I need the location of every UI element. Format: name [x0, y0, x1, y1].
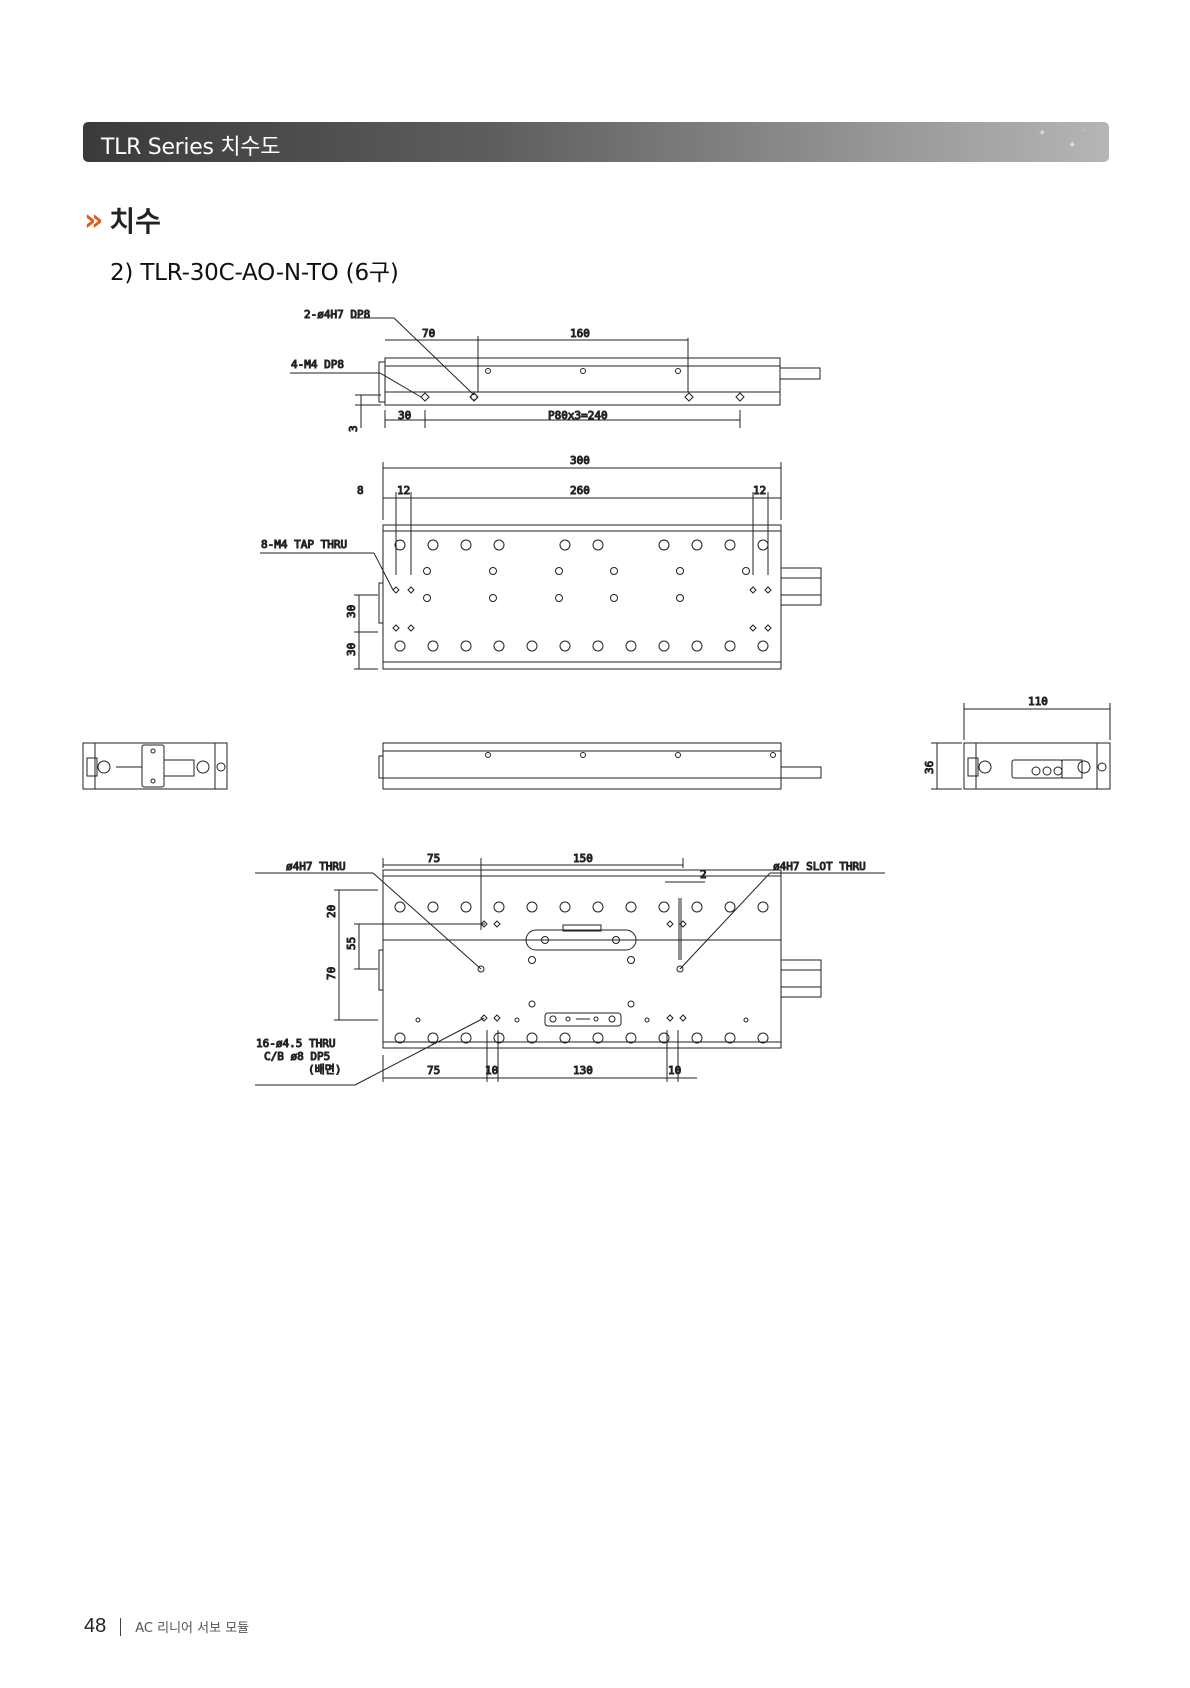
sparkle-icon: ✦ [1038, 128, 1047, 139]
dim-label: 16-ø4.5 THRU [256, 1037, 335, 1050]
dim-label: 110 [1028, 695, 1048, 708]
dim-label: 70 [325, 967, 338, 980]
dim-label: 30 [345, 643, 358, 656]
dim-label: 8-M4 TAP THRU [261, 538, 347, 551]
sparkle-icon: · [1083, 126, 1087, 137]
dim-label: 160 [570, 327, 590, 340]
dim-label: 30 [398, 409, 411, 422]
dim-label: 75 [427, 1064, 440, 1077]
section-title: 치수 [109, 205, 161, 238]
plan-view-bottom: ø4H7 THRU 75 150 2 ø4H7 SLOT THRU 20 55 … [255, 852, 885, 1086]
dim-label: 150 [573, 852, 593, 865]
end-view-left [82, 742, 228, 790]
dim-label: 4-M4 DP8 [291, 358, 344, 371]
sparkle-icon: ✦ [1068, 140, 1077, 151]
footer-divider [120, 1617, 122, 1636]
dim-label: 75 [427, 852, 440, 865]
dim-label: 300 [570, 454, 590, 467]
dim-label: 70 [422, 327, 435, 340]
end-view-right: 110 36 [923, 695, 1111, 790]
side-view-top: 2-ø4H7 DP8 70 160 4-M4 DP8 30 P80x3=240 … [290, 308, 821, 433]
dim-label: ø4H7 THRU [286, 860, 346, 873]
dim-label: 36 [923, 761, 936, 774]
dim-label: C/B ø8 DP5 [264, 1050, 330, 1063]
dim-label: P80x3=240 [548, 409, 608, 422]
dim-label: 12 [753, 484, 766, 497]
dim-label: 3 [347, 425, 360, 432]
dim-label: 10 [668, 1064, 681, 1077]
page-footer: 48 AC 리니어 서보 모듈 [84, 1615, 249, 1638]
side-view-middle [378, 742, 822, 790]
footer-text: AC 리니어 서보 모듈 [135, 1621, 250, 1636]
section-heading: » 치수 [84, 200, 161, 240]
dim-label: 20 [325, 905, 338, 918]
dim-label: ø4H7 SLOT THRU [773, 860, 866, 873]
header-banner: TLR Series 치수도 ✦ ✦ · [83, 122, 1109, 162]
dim-label: 12 [397, 484, 410, 497]
dim-label: 130 [573, 1064, 593, 1077]
banner-title: TLR Series 치수도 [101, 135, 281, 160]
dim-label: 2 [700, 868, 707, 881]
dim-label: 2-ø4H7 DP8 [304, 308, 370, 321]
dim-label: (배면) [308, 1063, 342, 1076]
model-subtitle: 2) TLR-30C-AO-N-TO (6구) [110, 260, 399, 286]
dim-label: 55 [345, 937, 358, 950]
dim-label: 30 [345, 605, 358, 618]
dim-label: 8 [357, 484, 364, 497]
plan-view-top: 300 8 12 260 12 8-M4 TAP THRU 30 30 [260, 454, 822, 670]
dim-label: 260 [570, 484, 590, 497]
dim-label: 10 [485, 1064, 498, 1077]
page-number: 48 [84, 1615, 107, 1637]
